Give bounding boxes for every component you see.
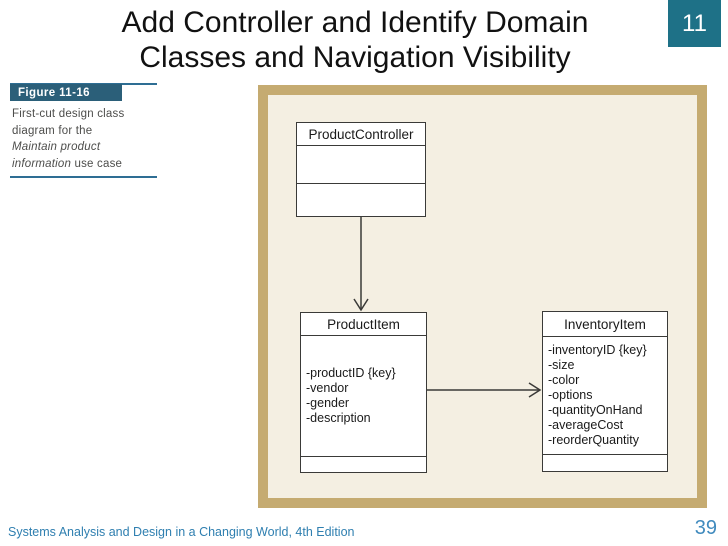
figure-caption-line: First-cut design class xyxy=(12,108,125,120)
footer-text: Systems Analysis and Design in a Changin… xyxy=(8,525,355,539)
figure-caption-line: diagram for the xyxy=(12,124,93,137)
class-name: ProductItem xyxy=(301,313,426,336)
class-attribute: -color xyxy=(548,373,580,387)
uml-class-product-controller: ProductController xyxy=(296,122,426,217)
class-attribute: -options xyxy=(548,388,593,402)
class-methods-compartment xyxy=(543,455,667,471)
figure-caption-line: Maintain product xyxy=(12,141,101,153)
class-attributes-compartment: -inventoryID {key}-size-color-options-qu… xyxy=(543,337,667,455)
class-attribute: -size xyxy=(548,358,575,372)
class-methods-compartment xyxy=(297,184,425,216)
uml-class-product-item: ProductItem -productID {key}-vendor-gend… xyxy=(300,312,427,473)
class-name: ProductController xyxy=(297,123,425,146)
slide-title-line1: Add Controller and Identify Domain xyxy=(121,6,589,39)
slide-title-line2: Classes and Navigation Visibility xyxy=(139,41,571,74)
figure-label-bottom-rule xyxy=(10,176,157,178)
class-attribute: -description xyxy=(306,411,371,425)
page-number: 39 xyxy=(694,517,717,539)
chapter-number-badge: 11 xyxy=(668,0,721,47)
class-attribute: -reorderQuantity xyxy=(548,433,640,447)
class-name: InventoryItem xyxy=(543,312,667,337)
class-attribute: -averageCost xyxy=(548,418,624,432)
class-attribute: -gender xyxy=(306,396,350,410)
class-attribute: -inventoryID {key} xyxy=(548,343,647,357)
figure-caption-line: information use case xyxy=(12,157,123,170)
class-attribute: -productID {key} xyxy=(306,366,396,380)
class-methods-compartment xyxy=(301,457,426,472)
class-attribute: -quantityOnHand xyxy=(548,403,643,417)
slide-title: Add Controller and Identify Domain Class… xyxy=(0,5,710,75)
class-attributes-compartment: -productID {key}-vendor-gender-descripti… xyxy=(301,336,426,457)
figure-label: Figure 11-16 xyxy=(10,84,122,101)
class-attribute: -vendor xyxy=(306,381,349,395)
uml-class-inventory-item: InventoryItem -inventoryID {key}-size-co… xyxy=(542,311,668,472)
class-attributes-compartment xyxy=(297,146,425,184)
